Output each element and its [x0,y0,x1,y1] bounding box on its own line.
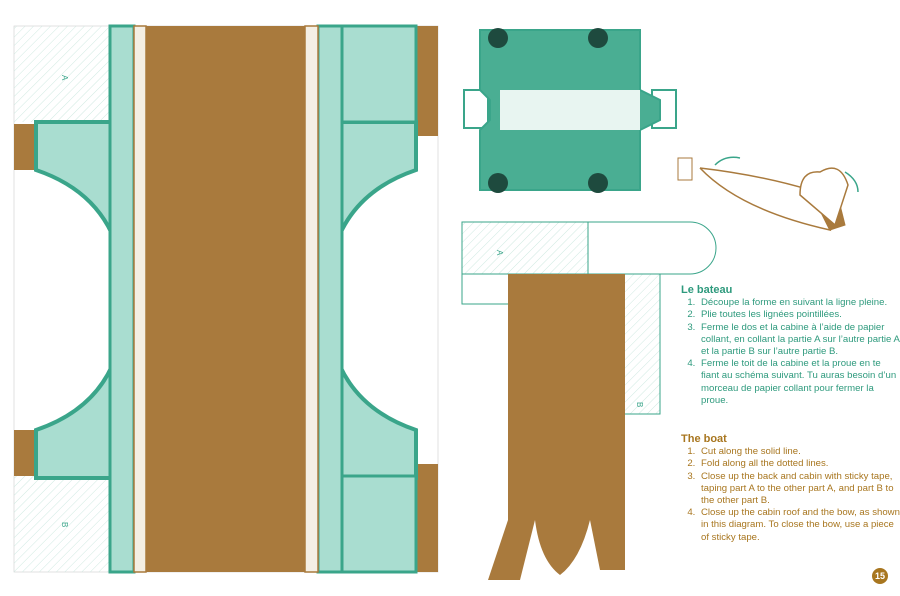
french-instructions: Le bateau Découpe la forme en suivant la… [681,284,900,407]
bridge-cutout: A B [13,24,439,574]
page-number: 15 [872,568,888,584]
label-a: A [60,75,69,81]
french-title: Le bateau [681,284,733,296]
english-step: Close up the back and cabin with sticky … [698,471,900,508]
french-step: Découpe la forme en suivant la ligne ple… [698,297,900,309]
english-title: The boat [681,433,727,445]
label-b: B [60,522,69,527]
french-step: Ferme le toit de la cabine et la proue e… [698,358,900,407]
label-a: A [495,250,504,256]
french-step: Ferme le dos et la cabine à l’aide de pa… [698,322,900,359]
english-step: Fold along all the dotted lines. [698,458,900,470]
french-step: Plie toutes les lignées pointillées. [698,309,900,321]
flap-a-left [14,26,110,122]
road [146,26,305,572]
bus-cutout [463,28,677,193]
flap-b-left [14,476,110,572]
label-b: B [635,402,644,407]
boat-cutout: A B [461,221,717,580]
english-step: Close up the cabin roof and the bow, as … [698,507,900,544]
english-step: Cut along the solid line. [698,446,900,458]
boat-folding-diagram [677,156,859,232]
english-instructions: The boat Cut along the solid line. Fold … [681,433,900,544]
